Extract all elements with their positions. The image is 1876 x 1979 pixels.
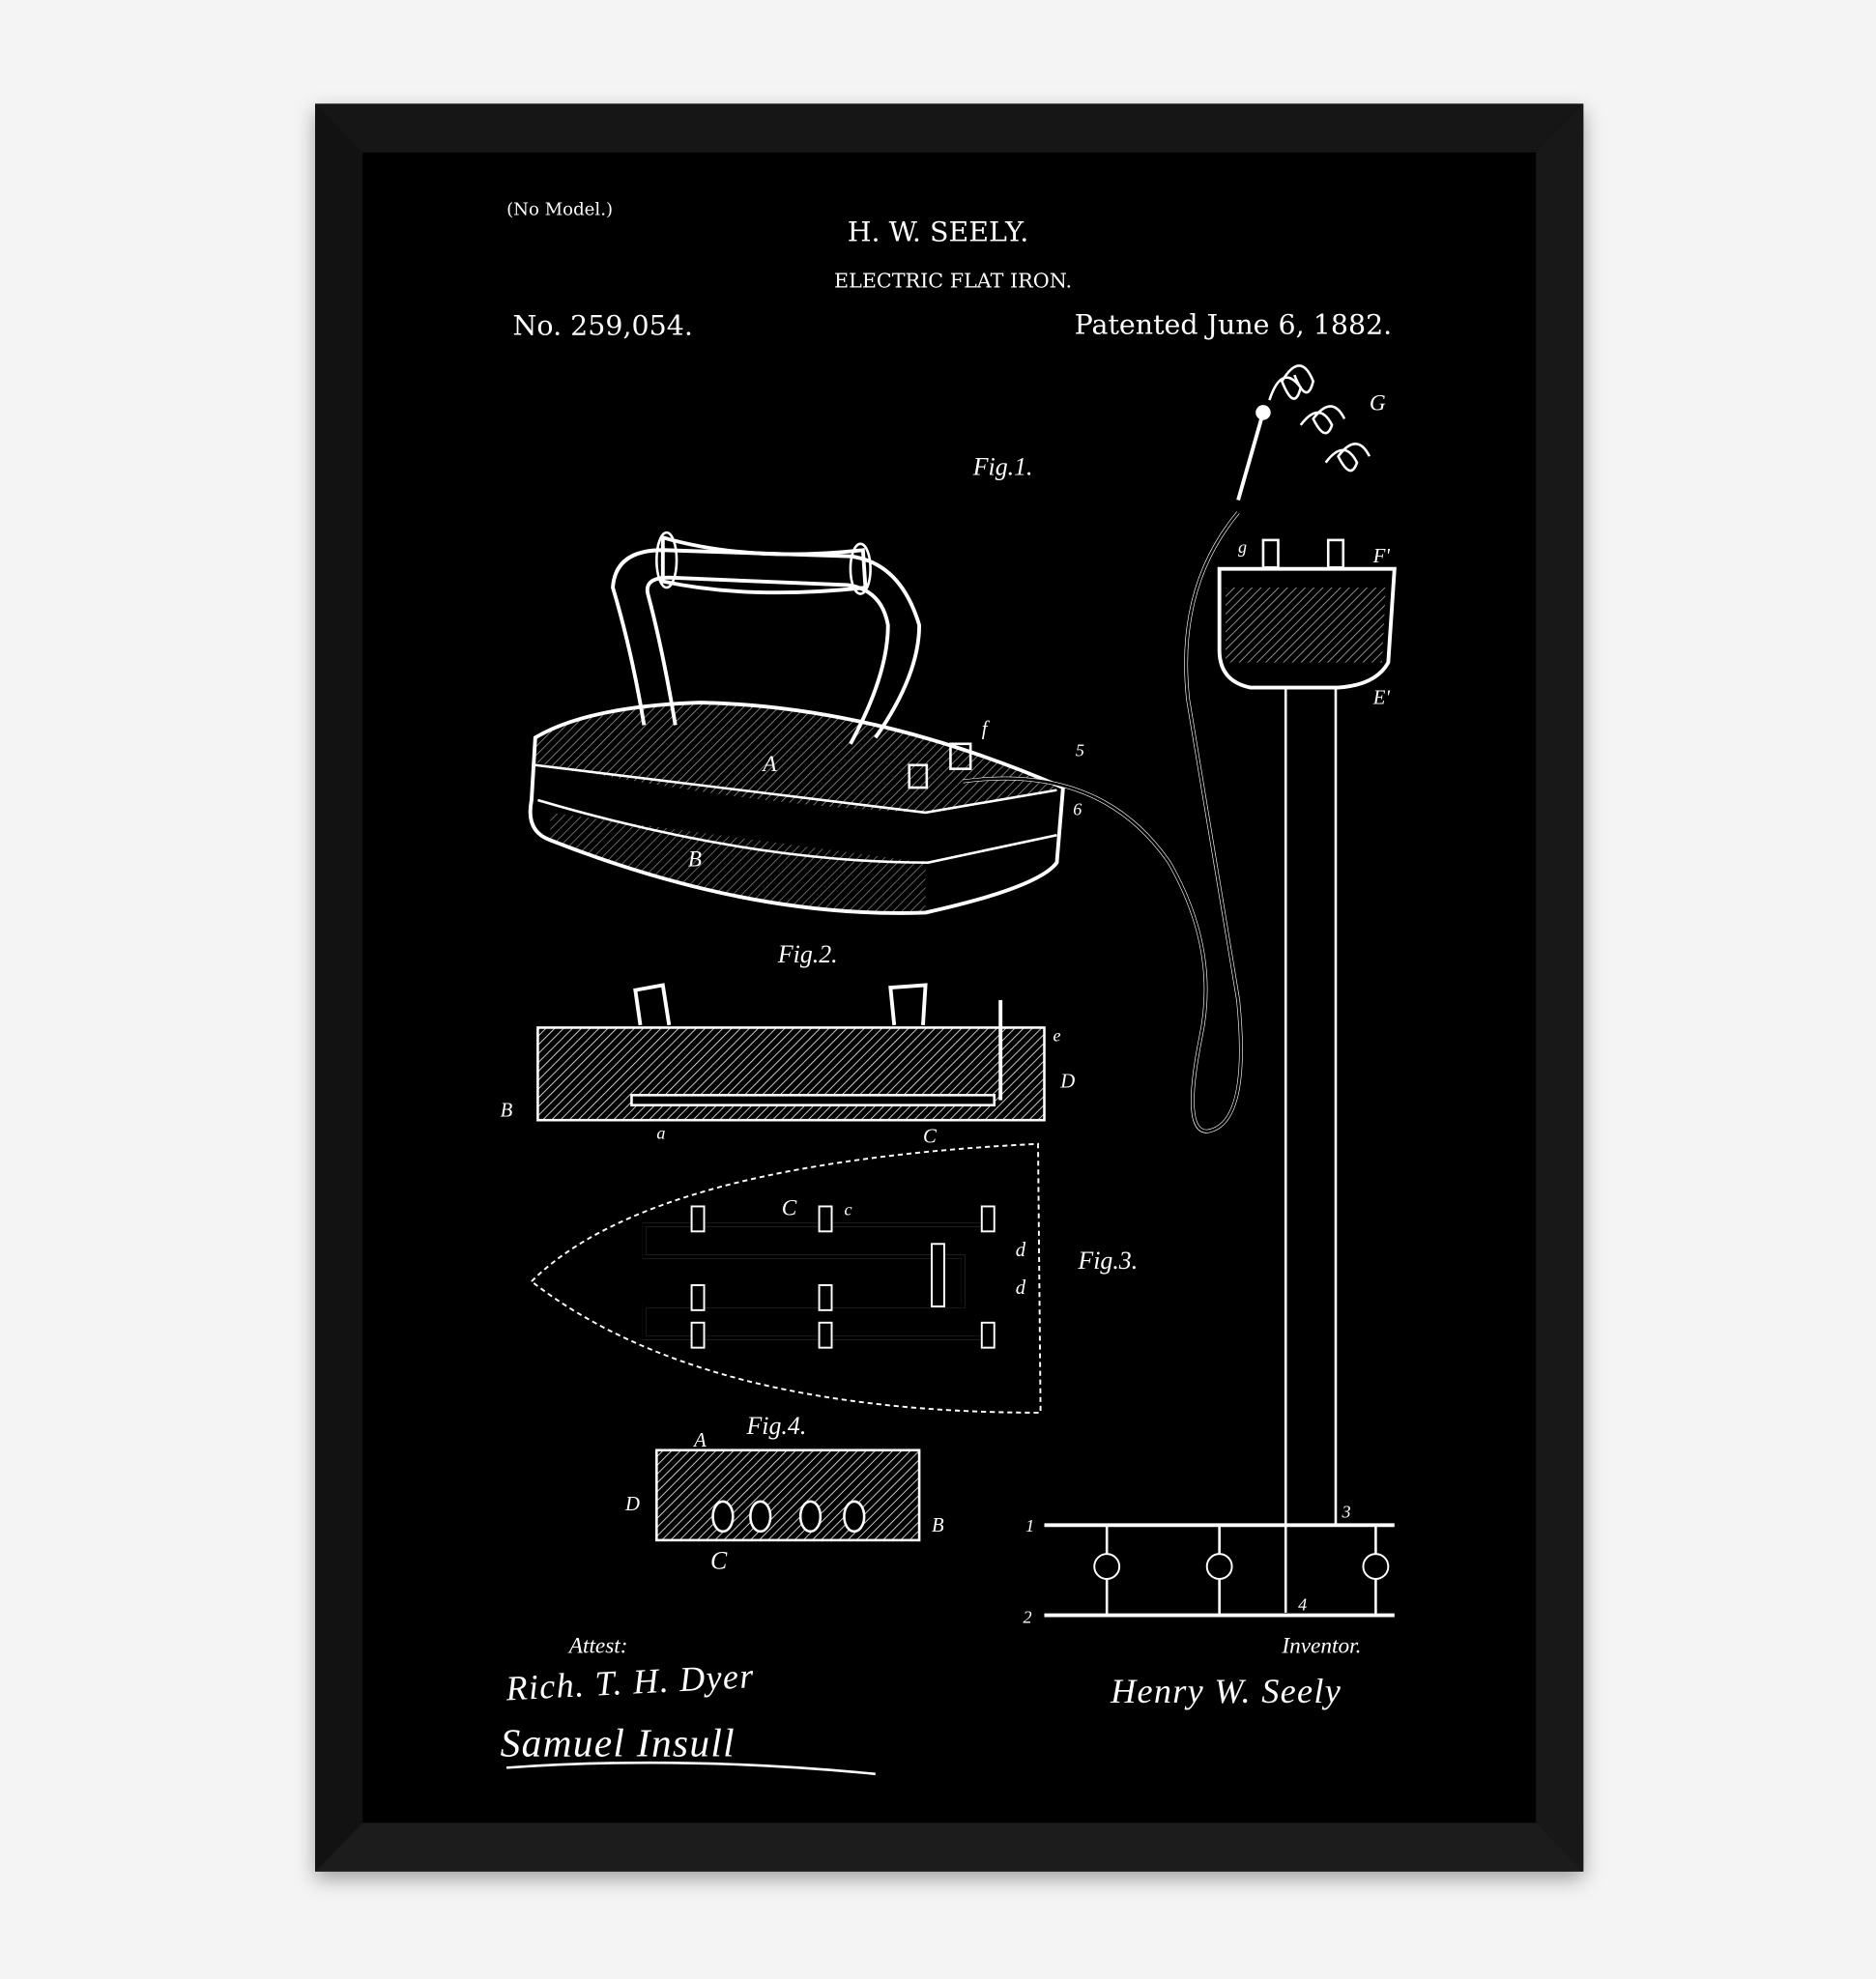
fig3-label-d: d — [1016, 1240, 1026, 1261]
label-4: 4 — [1298, 1594, 1307, 1614]
figure-4-end-section: Fig.4. A D B C — [624, 1412, 944, 1575]
figure-3-plan: Fig.3. C c d d — [530, 1142, 1138, 1414]
label-E: E' — [1372, 687, 1391, 708]
inventor-label: Inventor. — [1281, 1633, 1361, 1658]
witness-signature-underline — [505, 1761, 876, 1776]
fig3-label-d2: d — [1016, 1277, 1026, 1299]
fig2-label: Fig.2. — [777, 940, 838, 968]
figure-1-iron: Fig.1. A B f 5 6 — [528, 453, 1243, 1133]
label-6: 6 — [1073, 800, 1082, 819]
picture-frame — [315, 103, 1584, 1872]
fig2-label-e: e — [1053, 1026, 1061, 1046]
fig2-label-C: C — [923, 1126, 937, 1147]
fig4-label-B: B — [932, 1515, 944, 1536]
witness-signature-2: Samuel Insull — [501, 1721, 736, 1765]
label-5: 5 — [1076, 741, 1084, 760]
fig2-label-D: D — [1059, 1072, 1075, 1093]
label-f: f — [982, 719, 991, 740]
patent-date: Patented June 6, 1882. — [1075, 308, 1393, 340]
fig2-label-B: B — [501, 1100, 513, 1121]
fig3-label-C: C — [782, 1196, 797, 1221]
label-1: 1 — [1025, 1516, 1034, 1535]
inventor-name: H. W. SEELY. — [848, 216, 1029, 248]
circuit-diagram: 1 2 3 4 — [1023, 687, 1395, 1626]
patent-header: (No Model.) H. W. SEELY. ELECTRIC FLAT I… — [506, 200, 1392, 342]
label-2: 2 — [1023, 1607, 1031, 1626]
fig3-label: Fig.3. — [1077, 1247, 1138, 1275]
attest-label: Attest: — [567, 1633, 628, 1658]
label-B: B — [688, 847, 702, 873]
fig4-label-A: A — [692, 1430, 707, 1451]
switch-and-resistance-coils: G F' E' g — [1217, 364, 1397, 708]
figure-2-section: Fig.2. B D e a C — [501, 940, 1076, 1147]
label-G: G — [1370, 390, 1386, 416]
label-3: 3 — [1341, 1503, 1350, 1522]
fig4-label: Fig.4. — [746, 1412, 807, 1440]
mat — [362, 152, 1537, 1823]
fig4-label-C: C — [710, 1547, 728, 1575]
label-A: A — [761, 752, 777, 777]
patent-number: No. 259,054. — [513, 310, 693, 342]
signatures: Attest: Inventor. Rich. T. H. Dyer Samue… — [501, 1633, 1361, 1776]
no-model-note: (No Model.) — [506, 200, 613, 220]
inventor-signature: Henry W. Seely — [1110, 1672, 1342, 1710]
label-F: F' — [1372, 546, 1391, 567]
fig1-label: Fig.1. — [972, 453, 1033, 481]
fig2-label-a: a — [656, 1124, 665, 1143]
label-g: g — [1238, 537, 1247, 557]
fig4-label-D: D — [624, 1494, 640, 1515]
fig3-label-c: c — [844, 1200, 851, 1219]
patent-title: ELECTRIC FLAT IRON. — [834, 270, 1072, 293]
